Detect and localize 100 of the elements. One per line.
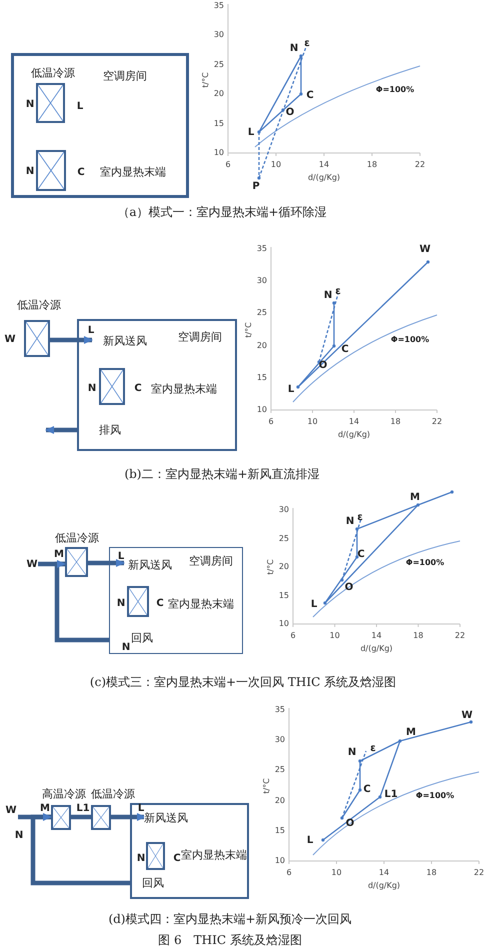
state-label: L [138,804,144,814]
axis-tick-label: 10 [256,406,267,414]
axis-title: t/°C [245,322,253,338]
component-label: 低温冷源 [91,788,135,800]
axis-tick-label: 22 [474,869,484,877]
axis-tick-label: 18 [426,869,437,877]
point-label: ε [370,744,376,754]
axis-title: d/(g/Kg) [360,645,393,653]
point-label: ε [357,513,363,523]
point-label: W [461,711,473,721]
axis-tick-label: 15 [274,826,285,835]
axis-tick-label: 6 [268,418,274,426]
state-label: C [77,168,85,178]
edge-label: 排风 [99,424,121,436]
axis-tick-label: 15 [256,374,267,382]
axis-title: d/(g/Kg) [308,174,340,182]
axis-tick-label: 20 [214,90,224,98]
state-label: N [14,831,24,841]
point-label: C [306,91,314,101]
subcaption: (b)二：室内显热末端+新风直流排湿 [124,468,320,480]
axis-tick-label: 30 [214,31,224,40]
point-label: P [252,182,260,192]
duct-arrow [50,336,93,344]
state-label: M [40,804,50,814]
component-label: 室内显热末端 [181,850,247,860]
point-label: M [406,728,416,738]
axis-tick-label: 30 [256,277,267,286]
state-label: N [116,599,126,609]
room-box [77,319,237,451]
room-label: 空调房间 [103,70,147,82]
point-label: N [290,44,298,54]
point-label: L [248,128,254,138]
axis-tick-label: 10 [214,149,224,157]
axis-tick-label: 14 [378,869,390,877]
state-label: C [173,854,181,864]
axis-tick-label: 6 [225,161,231,169]
room-label: 空调房间 [189,556,233,566]
room-box [11,53,189,198]
duct-arrow [30,813,130,886]
axis-tick-label: 18 [366,161,378,169]
axis-title: t/°C [267,559,275,575]
curve-label: Φ=100% [406,559,444,567]
axis-tick-label: 10 [307,418,318,426]
axis-tick-label: 10 [331,869,342,877]
point-label: N [348,748,356,758]
axis-tick-label: 35 [256,245,267,253]
axis-tick-label: 10 [270,161,282,169]
duct-arrow [54,560,109,642]
axis-tick-label: 18 [390,418,401,426]
edge-label: 新风送风 [144,812,188,824]
axis-title: t/°C [202,72,210,88]
state-label: N [122,643,130,653]
axis-tick-label: 30 [278,506,289,514]
point-label: L [310,600,318,610]
axis-title: d/(g/Kg) [368,882,400,890]
state-label: W [26,558,38,572]
axis-tick-label: 10 [330,632,340,640]
point-label: N [346,517,354,527]
axis-tick-label: 14 [348,418,360,426]
axis-tick-label: 25 [256,309,267,318]
component-label: 室内显热末端 [168,598,234,610]
point-label: L1 [384,790,398,800]
axis-tick-label: 6 [286,869,292,877]
duct-arrow [111,813,146,821]
state-label: L [118,552,124,562]
state-label: N [136,854,146,864]
point-label: ε [304,39,310,49]
point-label: O [318,361,328,371]
axis-tick-label: 20 [278,563,289,571]
edge-label: 新风送风 [103,336,147,346]
axis-tick-label: 22 [454,632,466,640]
state-label: L1 [76,804,90,814]
axis-tick-label: 6 [290,632,296,640]
axis-tick-label: 35 [274,706,285,714]
state-label: W [4,805,18,817]
duct-arrow [88,559,125,567]
component-label: 低温冷源 [55,532,99,544]
state-label: M [54,550,64,560]
state-label: N [26,167,34,177]
curve-label: Φ=100% [390,336,430,344]
axis-tick-label: 25 [214,60,224,69]
state-label: W [4,335,16,345]
axis-title: d/(g/Kg) [338,431,370,439]
component-label: 低温冷源 [17,300,61,310]
subcaption: (d)模式四：室内显热末端+新风预冷一次回风 [108,913,352,925]
axis-tick-label: 14 [371,632,382,640]
point-label: L [306,836,314,846]
point-label: W [419,245,431,255]
axis-tick-label: 15 [214,120,224,128]
subcaption: （a）模式一：室内显热末端+循环除湿 [117,206,327,218]
figure-caption: 图 6 THIC 系统及焓湿图 [158,934,302,946]
point-label: ε [335,287,341,297]
axis-tick-label: 20 [274,796,285,805]
axis-tick-label: 10 [278,620,289,628]
axis-tick-label: 22 [432,418,442,426]
edge-label: 新风送风 [128,560,172,570]
state-label: L [88,326,94,336]
room-box [130,803,249,899]
point-label: N [324,291,332,301]
point-label: O [286,108,294,118]
